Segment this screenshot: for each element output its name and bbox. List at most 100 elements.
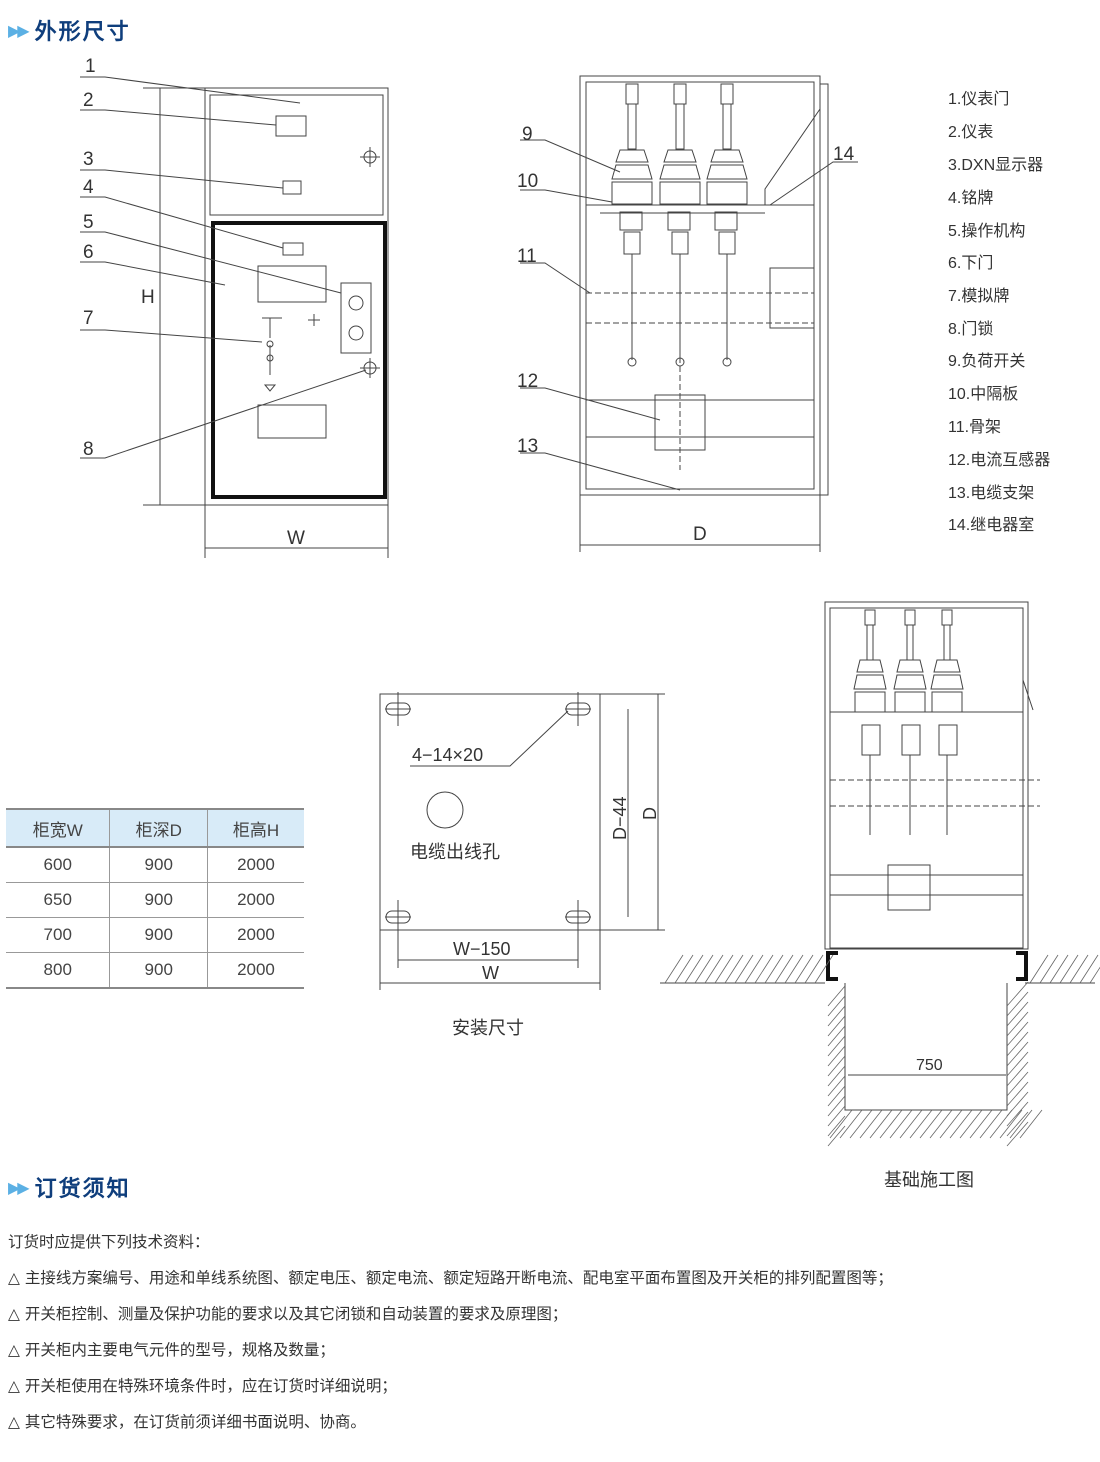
ground-hatch <box>869 1109 893 1139</box>
ground-hatch <box>1006 1121 1029 1147</box>
ordering-notes: 订货时应提供下列技术资料： △ 主接线方案编号、用途和单线系统图、额定电压、额定… <box>8 1224 893 1440</box>
ground-hatch <box>899 1109 923 1139</box>
mounting-holes-label: 4−14×20 <box>412 745 483 765</box>
ground-hatch <box>1006 1041 1029 1067</box>
cell: 2000 <box>206 952 304 989</box>
ground-hatch <box>1006 1071 1029 1097</box>
ordering-item: △ 开关柜使用在特殊环境条件时，应在订货时详细说明； <box>8 1377 397 1395</box>
callout-9: 9 <box>522 124 533 145</box>
ground-hatch <box>1006 1061 1029 1087</box>
cell: 2000 <box>206 882 304 918</box>
ground-hatch <box>827 1035 846 1057</box>
ground-hatch <box>827 1115 846 1137</box>
ordering-item: △ 开关柜内主要电气元件的型号，规格及数量； <box>8 1341 335 1359</box>
ground-hatch <box>889 1109 913 1139</box>
ground-hatch <box>1089 966 1100 984</box>
ground-hatch <box>684 954 704 984</box>
install-d-label: D <box>640 807 660 820</box>
d-minus-44-label: D−44 <box>610 796 630 840</box>
ground-hatch <box>939 1109 963 1139</box>
foundation-caption: 基础施工图 <box>884 1170 974 1190</box>
ground-hatch <box>849 1109 873 1139</box>
legend-item: 9.负荷开关 <box>948 352 1025 370</box>
ground-hatch <box>714 954 734 984</box>
ground-hatch <box>664 954 684 984</box>
foundation-width-label: 750 <box>916 1057 943 1074</box>
ground-hatch <box>694 954 714 984</box>
ground-hatch <box>909 1109 933 1139</box>
callout-13: 13 <box>517 436 538 457</box>
cell: 2000 <box>206 847 304 883</box>
legend-item: 5.操作机构 <box>948 222 1025 240</box>
cell: 600 <box>6 847 110 883</box>
legend-item: 8.门锁 <box>948 320 993 338</box>
ground-hatch <box>959 1109 983 1139</box>
ground-hatch <box>1006 1021 1029 1047</box>
ground-hatch <box>827 1075 846 1097</box>
install-caption: 安装尺寸 <box>452 1018 524 1038</box>
cell: 900 <box>109 917 208 953</box>
legend-item: 6.下门 <box>948 254 993 272</box>
ground-hatch <box>827 1105 846 1127</box>
ground-hatch <box>1006 1081 1029 1107</box>
ground-hatch <box>744 954 764 984</box>
ground-hatch <box>1006 991 1029 1017</box>
ground-hatch <box>1059 954 1079 984</box>
legend-item: 13.电缆支架 <box>948 484 1034 502</box>
header-depth: 柜深D <box>109 808 208 848</box>
foundation-drawing <box>660 601 1100 1147</box>
cell: 700 <box>6 917 110 953</box>
section-title-ordering: ▶▶订货须知 <box>8 1171 131 1203</box>
callout-7: 7 <box>83 308 94 329</box>
cell: 900 <box>109 847 208 883</box>
ground-hatch <box>989 1109 1013 1139</box>
w-minus-150-label: W−150 <box>453 939 511 959</box>
legend-item: 7.模拟牌 <box>948 287 1009 305</box>
ground-hatch <box>827 985 846 1007</box>
ordering-item: △ 开关柜控制、测量及保护功能的要求以及其它闭锁和自动装置的要求及原理图； <box>8 1305 568 1323</box>
legend-list: 1.仪表门 2.仪表 3.DXN显示器 4.铭牌 5.操作机构 6.下门 7.模… <box>948 90 1050 534</box>
legend-item: 4.铭牌 <box>948 189 993 207</box>
ordering-intro: 订货时应提供下列技术资料： <box>8 1233 210 1251</box>
legend-item: 12.电流互感器 <box>948 451 1050 469</box>
callout-1: 1 <box>85 56 96 77</box>
height-label: H <box>141 287 155 308</box>
ground-hatch <box>814 954 834 984</box>
callout-2: 2 <box>83 90 94 111</box>
ground-hatch <box>829 1109 853 1139</box>
depth-label: D <box>693 524 707 545</box>
legend-item: 1.仪表门 <box>948 90 1009 108</box>
cell: 900 <box>109 952 208 989</box>
ground-hatch <box>794 954 814 984</box>
ground-hatch <box>1006 1051 1029 1077</box>
cell: 800 <box>6 952 110 989</box>
installation-plan <box>379 692 665 990</box>
install-w-label: W <box>482 963 499 983</box>
ground-hatch <box>784 954 804 984</box>
header-width: 柜宽W <box>6 808 110 848</box>
legend-item: 10.中隔板 <box>948 385 1018 403</box>
ground-hatch <box>1006 1111 1029 1137</box>
ground-hatch <box>879 1109 903 1139</box>
double-arrow-icon: ▶▶ <box>8 1177 30 1197</box>
ground-hatch <box>827 995 846 1017</box>
ground-hatch <box>1009 1109 1033 1139</box>
callout-3: 3 <box>83 149 94 170</box>
section-title-text: 外形尺寸 <box>34 20 131 45</box>
ground-hatch <box>754 954 774 984</box>
ground-hatch <box>1079 954 1099 984</box>
callout-11: 11 <box>517 246 537 267</box>
ground-hatch <box>827 1065 846 1087</box>
ground-hatch <box>1029 954 1049 984</box>
ground-hatch <box>919 1109 943 1139</box>
ground-hatch <box>774 954 794 984</box>
ground-hatch <box>1006 1011 1029 1037</box>
ordering-item: △ 其它特殊要求，在订货前须详细书面说明、协商。 <box>8 1413 366 1431</box>
